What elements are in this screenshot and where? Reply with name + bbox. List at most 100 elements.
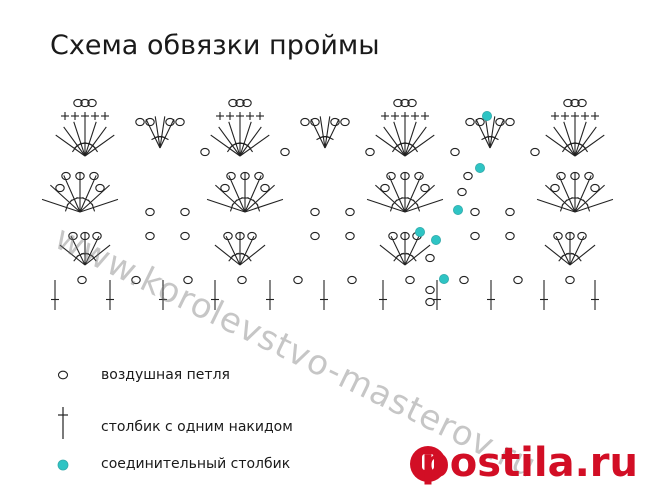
chain-loop (300, 117, 310, 127)
chain-loop (590, 183, 600, 193)
chain-loop (365, 147, 375, 157)
chain-loop (570, 98, 580, 108)
double-crochet-stitch (84, 126, 107, 157)
double-crochet-stitch (239, 244, 266, 266)
double-crochet-stitch (366, 198, 406, 213)
double-crochet-stitch (145, 118, 161, 149)
double-crochet-stitch (218, 126, 241, 157)
double-crochet-bar (161, 135, 169, 141)
double-crochet-stitch (310, 118, 326, 149)
chain-loop (388, 231, 398, 241)
chain-loop (347, 275, 357, 285)
double-crochet-stitch (244, 175, 262, 213)
slip-stitch (414, 226, 425, 237)
chain-loop (183, 275, 193, 285)
double-crochet-stitch (84, 244, 111, 266)
double-crochet-bar (92, 145, 99, 153)
chain-loop (556, 171, 566, 181)
chain-loop (407, 98, 417, 108)
chain-loop (135, 117, 145, 127)
chain-loop (235, 231, 245, 241)
chain-loop (530, 147, 540, 157)
chain-loop (459, 275, 469, 285)
chain-loop (247, 231, 257, 241)
double-crochet-bar (245, 254, 252, 262)
double-crochet-stitch (215, 184, 246, 213)
postila-pin-icon (410, 446, 446, 482)
double-crochet-stitch (404, 121, 417, 157)
chain-loop (80, 98, 90, 108)
double-crochet-stitch (239, 235, 255, 266)
double-crochet-stitch (574, 175, 592, 213)
chain-loop (475, 117, 485, 127)
double-crochet-stitch (574, 126, 597, 157)
chain-loop (570, 171, 580, 181)
diagram-title: Схема обвязки проймы (50, 30, 380, 61)
double-crochet-bar (326, 135, 334, 141)
chain-loop (400, 171, 410, 181)
chain-loop (577, 98, 587, 108)
chain-loop (450, 147, 460, 157)
double-crochet-bar (247, 145, 254, 153)
double-crochet-bar (582, 145, 589, 153)
chain-loop (393, 98, 403, 108)
chain-loop (145, 231, 155, 241)
double-crochet-stitch (228, 175, 246, 213)
double-crochet-bar (491, 135, 499, 141)
chain-loop (242, 98, 252, 108)
chain-loop (310, 117, 320, 127)
chain-loop (77, 275, 87, 285)
chain-loop (345, 231, 355, 241)
double-crochet-stitch (159, 118, 175, 149)
double-crochet-stitch (553, 126, 576, 157)
chain-loop (584, 171, 594, 181)
chain-loop (131, 275, 141, 285)
chain-loop (235, 98, 245, 108)
chart-base-row (51, 280, 599, 310)
double-crochet-stitch (210, 134, 241, 157)
chain-loop (92, 231, 102, 241)
double-crochet-stitch (404, 244, 431, 266)
double-crochet-stitch (558, 175, 576, 213)
double-crochet-stitch (206, 198, 246, 213)
chain-loop (420, 183, 430, 193)
chain-loop (73, 98, 83, 108)
chain-loop (310, 207, 320, 217)
double-crochet-stitch (324, 118, 340, 149)
double-crochet-stitch (404, 134, 435, 157)
chain-loop (80, 231, 90, 241)
chain-loop (505, 207, 515, 217)
chain-loop (470, 207, 480, 217)
double-crochet-stitch (79, 184, 110, 213)
legend-item-slip-stitch: соединительный столбик (0, 453, 660, 483)
chain-loop (565, 275, 575, 285)
double-crochet-icon (58, 407, 68, 439)
chain-loop (465, 117, 475, 127)
chain-loop (577, 231, 587, 241)
chart-fan-rows (41, 112, 614, 266)
double-crochet-stitch (574, 134, 605, 157)
chain-loop (457, 187, 467, 197)
chain-loop (280, 147, 290, 157)
double-crochet-stitch (319, 116, 326, 149)
chain-loop (237, 275, 247, 285)
chain-loop (254, 171, 264, 181)
chain-loop (553, 231, 563, 241)
double-crochet-stitch (59, 244, 86, 266)
double-crochet-stitch (569, 244, 596, 266)
double-crochet-stitch (383, 126, 406, 157)
double-crochet-stitch (225, 235, 241, 266)
double-crochet-stitch (228, 121, 241, 157)
chain-loop (145, 207, 155, 217)
chain-loop (400, 98, 410, 108)
double-crochet-stitch (475, 118, 491, 149)
double-crochet-stitch (239, 121, 252, 157)
chain-loop (226, 171, 236, 181)
chain-loop (563, 98, 573, 108)
double-crochet-stitch (379, 244, 406, 266)
double-crochet-stitch (390, 235, 406, 266)
double-crochet-stitch (375, 134, 406, 157)
double-crochet-bar (416, 203, 421, 212)
chart-chain-loops (55, 98, 600, 307)
chain-loop (175, 117, 185, 127)
